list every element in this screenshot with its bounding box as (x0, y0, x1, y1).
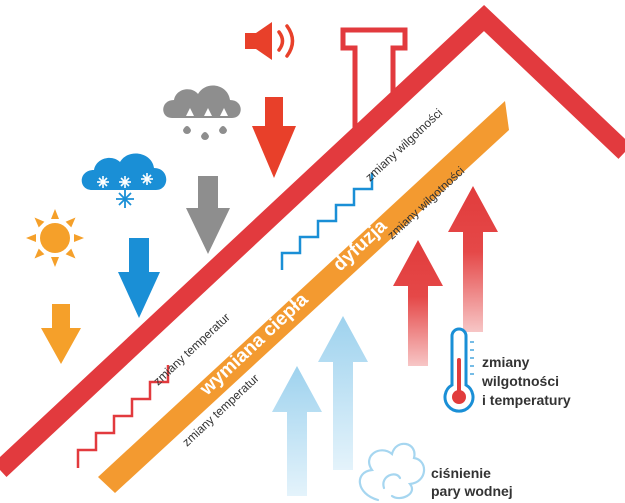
vapor-caption-line-1: ciśnienie (431, 465, 491, 481)
chimney (340, 27, 408, 133)
snow-cloud-icon (81, 153, 167, 208)
arrow-up-vapor-2 (318, 316, 368, 470)
thermometer-caption: zmiany wilgotności i temperatury (481, 354, 571, 408)
arrow-up-heat-1 (393, 240, 443, 366)
arrow-up-heat-2 (448, 186, 498, 332)
heat-exchange-band (98, 101, 509, 493)
arrow-down-rain (186, 176, 230, 254)
sun-icon (26, 209, 84, 267)
thermometer-caption-line-1: zmiany (482, 354, 530, 370)
vapor-caption: ciśnienie pary wodnej (431, 465, 513, 499)
thermometer-caption-line-2: wilgotności (481, 373, 559, 389)
arrow-down-sun (41, 304, 81, 364)
steam-icon (358, 442, 426, 502)
arrow-down-snow (118, 238, 160, 318)
roof-outline (0, 4, 625, 477)
rain-cloud-icon (163, 85, 241, 140)
vapor-caption-line-2: pary wodnej (431, 483, 513, 499)
staircase-upper (280, 173, 374, 270)
arrow-up-vapor-1 (272, 366, 322, 496)
arrow-down-noise (252, 97, 296, 178)
thermometer-caption-line-3: i temperatury (482, 392, 571, 408)
thermometer-icon (443, 327, 475, 413)
staircase-lower (76, 365, 170, 468)
speaker-icon (245, 22, 295, 60)
roof (0, 4, 625, 477)
